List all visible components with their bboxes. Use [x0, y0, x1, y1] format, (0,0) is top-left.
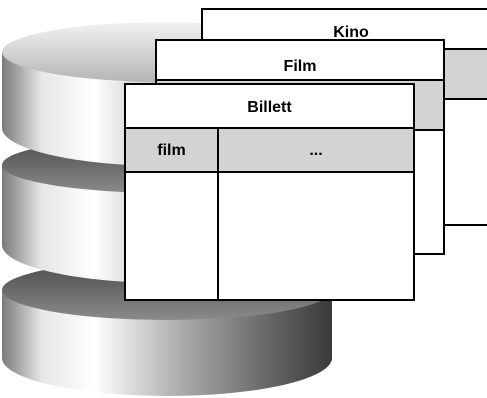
table-header-billett: [126, 129, 413, 171]
table-divider-billett-2: [126, 171, 413, 173]
table-title-film: Film: [283, 58, 317, 75]
table-title-kino: Kino: [333, 24, 369, 41]
table-card-billett: Billett film ...: [124, 83, 415, 301]
table-divider-film: [157, 79, 443, 81]
table-divider-billett: [126, 127, 413, 129]
column-header-film: film: [157, 142, 186, 159]
column-header-more: ...: [309, 142, 323, 159]
table-title-billett: Billett: [247, 99, 292, 116]
column-divider-billett: [217, 129, 219, 299]
